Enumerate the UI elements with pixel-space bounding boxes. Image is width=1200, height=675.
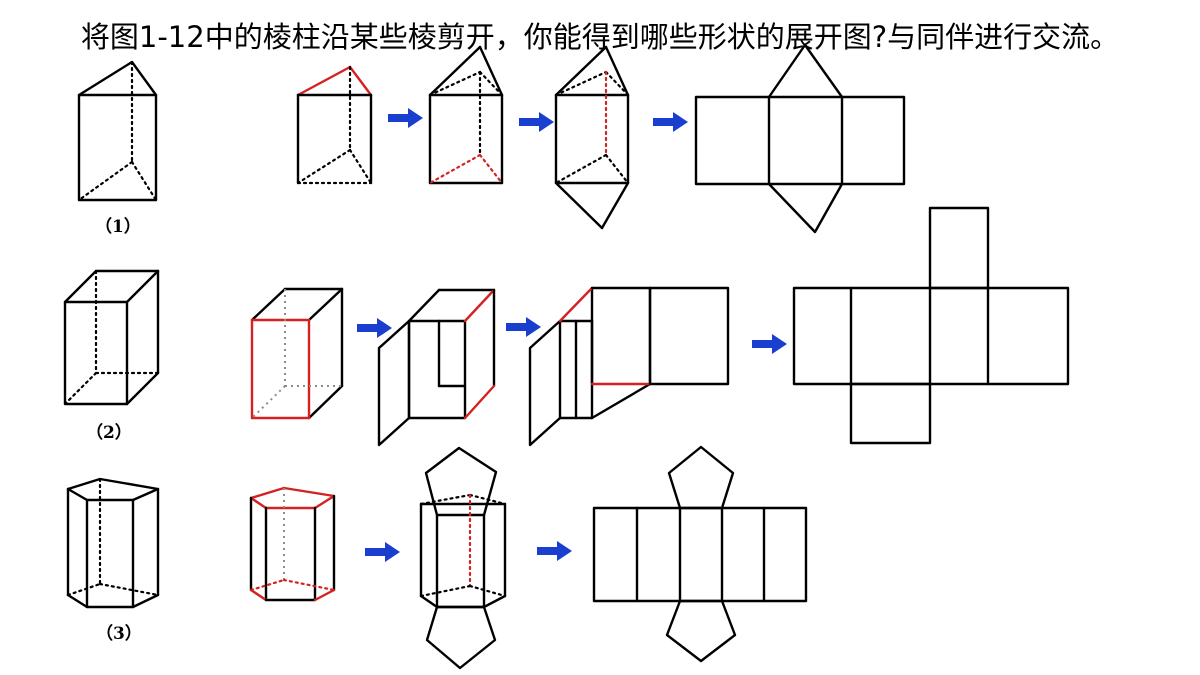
triangular-prism bbox=[77, 60, 158, 202]
pentagonal-prism-cut-step-1 bbox=[249, 486, 336, 602]
triangular-prism-cut-step-3 bbox=[554, 45, 630, 230]
cuboid bbox=[63, 269, 160, 406]
right-arrow-icon bbox=[752, 334, 787, 354]
cuboid-cut-step-2 bbox=[377, 288, 496, 447]
figure-3-label: （3） bbox=[96, 624, 142, 644]
triangular-prism-net bbox=[694, 43, 906, 234]
right-arrow-icon bbox=[537, 541, 572, 561]
right-arrow-icon bbox=[388, 108, 423, 128]
right-arrow-icon bbox=[357, 318, 392, 338]
pentagonal-prism bbox=[66, 477, 160, 609]
right-arrow-icon bbox=[506, 317, 541, 337]
right-arrow-icon bbox=[519, 112, 554, 132]
figure-2-label: （2） bbox=[86, 423, 132, 443]
problem-text: 将图1-12中的棱柱沿某些棱剪开，你能得到哪些形状的展开图?与同伴进行交流。 bbox=[80, 20, 1120, 54]
pentagonal-prism-cut-step-2 bbox=[419, 446, 507, 670]
right-arrow-icon bbox=[653, 112, 688, 132]
cuboid-net bbox=[792, 206, 1070, 445]
cuboid-cut-step-3 bbox=[528, 286, 730, 447]
triangular-prism-cut-step-1 bbox=[296, 65, 373, 185]
figure-1-label: （1） bbox=[95, 217, 141, 237]
triangular-prism-cut-step-2 bbox=[428, 45, 504, 185]
pentagonal-prism-net bbox=[592, 445, 808, 663]
cuboid-cut-step-1 bbox=[250, 287, 344, 420]
right-arrow-icon bbox=[365, 542, 400, 562]
